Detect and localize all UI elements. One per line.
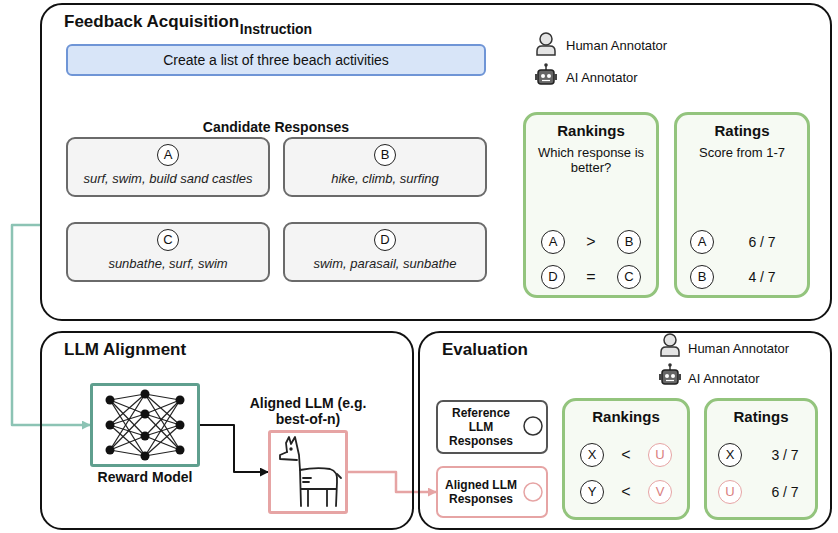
instruction-text: Create a list of three beach activities xyxy=(163,52,389,68)
box-label: Aligned LLM Responses xyxy=(444,478,518,506)
option-circle: D xyxy=(541,265,565,289)
box-heading: Rankings xyxy=(571,408,681,425)
option-letter: B xyxy=(374,144,396,166)
panel-title: LLM Alignment xyxy=(64,340,186,360)
panel-title: Evaluation xyxy=(442,340,528,360)
instruction-box: InstructionCreate a list of three beach … xyxy=(66,44,486,76)
option-circle: B xyxy=(617,230,641,254)
annotator-label: Human Annotator xyxy=(688,341,789,356)
box-label: Reference LLM Responses xyxy=(444,406,518,448)
box-text: Which response is better? xyxy=(532,145,650,175)
response-box: Aligned LLM Responses xyxy=(436,466,548,518)
box-heading: Rankings xyxy=(532,122,650,139)
connector-arrow xyxy=(200,425,268,472)
score-value: 6 / 7 xyxy=(748,234,775,250)
robot-icon xyxy=(659,363,681,384)
score-value: 6 / 7 xyxy=(771,484,798,500)
option-circle: U xyxy=(648,443,672,467)
network-icon xyxy=(106,390,185,461)
score-value: 3 / 7 xyxy=(771,447,798,463)
box-label: Aligned LLM (e.g. best-of-n) xyxy=(243,395,373,427)
box-label: Reward Model xyxy=(98,469,193,485)
option-circle: X xyxy=(718,443,742,467)
feedback-box: RankingsWhich response is better? A > B D = C xyxy=(523,112,659,298)
response-text: sunbathe, surf, swim xyxy=(108,256,227,271)
human-icon xyxy=(661,334,679,356)
response-text: hike, climb, surfing xyxy=(331,171,439,186)
comparison-symbol: > xyxy=(586,233,595,251)
reward-model-box: Reward Model xyxy=(90,383,200,467)
option-circle: Y xyxy=(580,480,604,504)
feedback-box: RatingsX 3 / 7 U 6 / 7 xyxy=(704,398,818,520)
box-heading: Ratings xyxy=(683,122,801,139)
comparison-symbol: = xyxy=(586,268,595,286)
option-letter: A xyxy=(157,144,179,166)
response-text: surf, swim, build sand castles xyxy=(83,171,252,186)
score-value: 4 / 7 xyxy=(748,269,775,285)
panel-title: Feedback Acquisition xyxy=(64,12,239,32)
box-heading: Ratings xyxy=(713,408,809,425)
connector-arrow xyxy=(348,472,436,492)
option-circle: V xyxy=(648,480,672,504)
option-circle: X xyxy=(580,443,604,467)
option-letter: D xyxy=(374,229,396,251)
section-heading: Candidate Responses xyxy=(203,119,349,135)
annotator-label: AI Annotator xyxy=(688,371,760,386)
panel: Feedback AcquisitionInstructionCreate a … xyxy=(40,3,832,321)
response-circle xyxy=(524,483,542,501)
comparison-symbol: < xyxy=(621,483,630,501)
human-icon xyxy=(537,33,555,55)
candidate-box: Dswim, parasail, sunbathe xyxy=(283,222,487,282)
option-letter: C xyxy=(157,229,179,251)
llama-icon xyxy=(280,437,341,506)
box-text: Score from 1-7 xyxy=(683,145,801,160)
candidate-box: Bhike, climb, surfing xyxy=(283,137,487,197)
aligned-llm-box: Aligned LLM (e.g. best-of-n) xyxy=(268,430,348,514)
option-circle: C xyxy=(617,265,641,289)
option-circle: A xyxy=(541,230,565,254)
panel: EvaluationReference LLM ResponsesAligned… xyxy=(418,331,832,530)
option-circle: B xyxy=(690,265,714,289)
heading: Instruction xyxy=(68,21,484,37)
robot-icon xyxy=(535,63,557,84)
feedback-box: RankingsX < U Y < V xyxy=(562,398,690,520)
annotator-label: Human Annotator xyxy=(566,38,667,53)
candidate-box: Csunbathe, surf, swim xyxy=(66,222,270,282)
option-circle: U xyxy=(718,480,742,504)
option-circle: A xyxy=(690,230,714,254)
response-text: swim, parasail, sunbathe xyxy=(313,256,456,271)
annotator-label: AI Annotator xyxy=(566,70,638,85)
response-box: Reference LLM Responses xyxy=(436,400,548,454)
comparison-symbol: < xyxy=(621,446,630,464)
panel: LLM AlignmentReward ModelAligned LLM (e.… xyxy=(40,331,414,530)
response-circle xyxy=(524,417,542,435)
feedback-box: RatingsScore from 1-7A 6 / 7 B 4 / 7 xyxy=(674,112,810,298)
candidate-box: Asurf, swim, build sand castles xyxy=(66,137,270,197)
